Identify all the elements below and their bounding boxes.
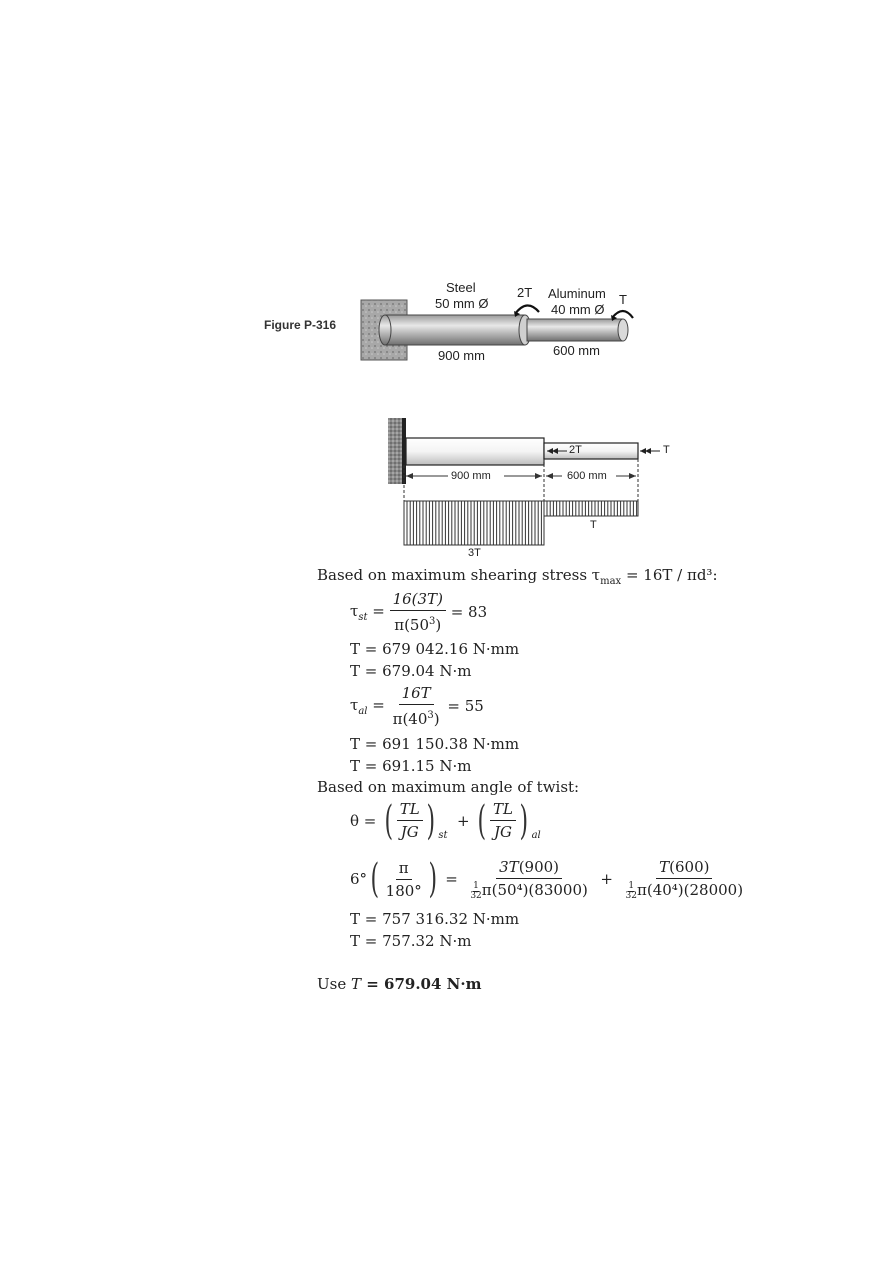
stress-intro: Based on maximum shearing stress τmax = … — [317, 566, 718, 587]
steel-diameter: 50 mm Ø — [435, 296, 489, 311]
diagram-t-value: T — [590, 519, 597, 531]
shaft-steel-segment — [405, 437, 545, 466]
torque-diagram — [388, 418, 660, 546]
result-t3-nmm: T = 757 316.32 N·mm — [350, 910, 520, 928]
figure-caption: Figure P-316 — [264, 318, 337, 332]
diagram-600mm: 600 mm — [567, 470, 607, 482]
shaft-al-segment — [543, 442, 639, 460]
twist-intro: Based on maximum angle of twist: — [317, 778, 580, 796]
shaft-figure — [360, 299, 634, 361]
torque-2t-arrow — [514, 304, 540, 315]
result-t2-nm: T = 691.15 N·m — [350, 757, 472, 775]
final-answer: Use T = 679.04 N·m — [317, 975, 482, 993]
torque-t-arrow — [611, 309, 634, 319]
steel-shaft — [384, 314, 526, 346]
steel-label: Steel — [446, 280, 476, 295]
diagram-2t-label: 2T — [569, 444, 582, 456]
result-t3-nm: T = 757.32 N·m — [350, 932, 472, 950]
result-t1-nmm: T = 679 042.16 N·mm — [350, 640, 520, 658]
diagram-3t-value: 3T — [468, 547, 481, 559]
torque-t-block — [543, 500, 639, 517]
result-t1-nm: T = 679.04 N·m — [350, 662, 472, 680]
fixed-wall — [388, 418, 404, 484]
aluminum-length: 600 mm — [553, 343, 600, 358]
diagram-t-label: T — [663, 444, 670, 456]
diagram-900mm: 900 mm — [451, 470, 491, 482]
aluminum-diameter: 40 mm Ø — [551, 302, 605, 317]
torque-2t-label: 2T — [517, 285, 533, 300]
eq-tau-steel: τst = 16(3T)π(503) = 83 — [350, 590, 488, 634]
aluminum-shaft — [526, 318, 624, 342]
torque-t-label: T — [619, 292, 627, 307]
aluminum-label: Aluminum — [548, 286, 606, 301]
result-t2-nmm: T = 691 150.38 N·mm — [350, 735, 520, 753]
steel-length: 900 mm — [438, 348, 485, 363]
